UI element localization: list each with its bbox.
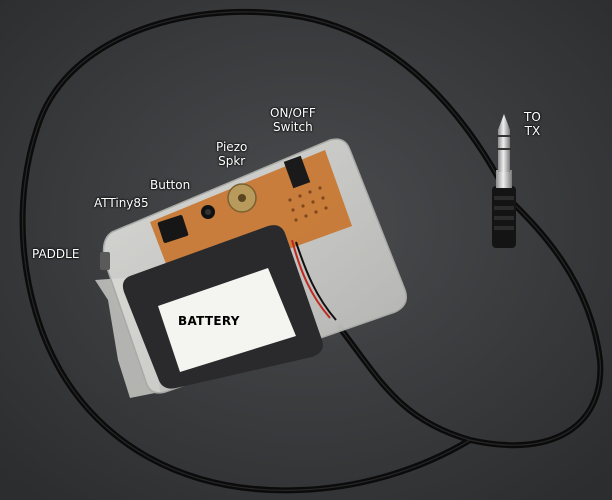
battery-label-text: BATTERY [178, 314, 240, 328]
on-off-switch-label: ON/OFF Switch [270, 106, 316, 134]
on-off-label-line2: Switch [273, 120, 313, 134]
battery-wire-black [295, 241, 337, 321]
piezo-label-line2: Spkr [218, 154, 246, 168]
on-off-label-line1: ON/OFF [270, 106, 316, 120]
audio-jack [492, 114, 516, 248]
to-tx-label: TO TX [524, 110, 541, 138]
attiny-label: ATTiny85 [94, 196, 149, 210]
to-tx-label-line1: TO [524, 110, 541, 124]
cable-highlight [21, 11, 601, 491]
piezo-label-line1: Piezo [216, 140, 248, 154]
piezo-label: Piezo Spkr [216, 140, 247, 168]
board-holes [288, 186, 328, 222]
battery-label [158, 268, 296, 372]
attiny85-chip [157, 215, 189, 243]
to-tx-label-line2: TX [524, 124, 541, 138]
paddle-label: PADDLE [32, 247, 80, 261]
paddle-jack [100, 252, 110, 270]
on-off-switch [283, 155, 311, 189]
battery-wire-red [291, 239, 331, 319]
button-label: Button [150, 178, 191, 192]
